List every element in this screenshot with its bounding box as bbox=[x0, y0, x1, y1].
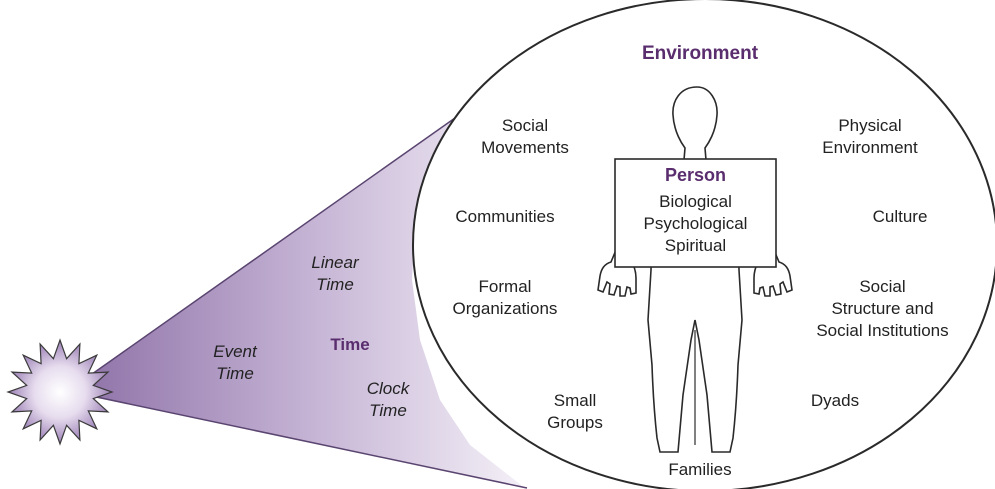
label-social-movements: Social Movements bbox=[460, 115, 590, 159]
linear-time-line-2: Time bbox=[316, 275, 354, 294]
label-event-time: Event Time bbox=[190, 341, 280, 385]
social-structure-line-1: Social bbox=[859, 277, 906, 296]
label-physical-environment: Physical Environment bbox=[795, 115, 945, 159]
event-starburst-icon bbox=[6, 338, 114, 446]
clock-time-line-2: Time bbox=[369, 401, 407, 420]
label-culture: Culture bbox=[872, 207, 928, 226]
small-groups-line-2: Groups bbox=[547, 413, 603, 432]
person-dimension-psychological: Psychological bbox=[643, 214, 748, 233]
formal-organizations-line-1: Formal bbox=[478, 277, 532, 296]
label-dyads: Dyads bbox=[810, 391, 860, 410]
small-groups-line-1: Small bbox=[553, 391, 597, 410]
social-structure-line-3: Social Institutions bbox=[816, 321, 949, 340]
social-structure-line-2: Structure and bbox=[831, 299, 934, 318]
label-social-structure: Social Structure and Social Institutions bbox=[790, 276, 975, 342]
label-formal-organizations: Formal Organizations bbox=[425, 276, 585, 320]
label-clock-time: Clock Time bbox=[343, 378, 433, 422]
label-linear-time: Linear Time bbox=[290, 252, 380, 296]
person-dimensions: Biological Psychological Spiritual bbox=[615, 191, 776, 257]
event-time-line-1: Event bbox=[213, 342, 257, 361]
social-movements-line-1: Social bbox=[501, 116, 549, 135]
cone-upper-edge bbox=[67, 117, 456, 392]
physical-environment-line-1: Physical bbox=[838, 116, 902, 135]
label-families: Families bbox=[668, 460, 732, 479]
person-box bbox=[614, 158, 777, 268]
formal-organizations-line-2: Organizations bbox=[452, 299, 558, 318]
linear-time-line-1: Linear bbox=[311, 253, 359, 272]
time-cone bbox=[68, 118, 525, 488]
clock-time-line-1: Clock bbox=[366, 379, 410, 398]
event-time-line-2: Time bbox=[216, 364, 254, 383]
physical-environment-line-2: Environment bbox=[822, 138, 918, 157]
person-dimension-biological: Biological bbox=[659, 192, 732, 211]
social-movements-line-2: Movements bbox=[481, 138, 569, 157]
label-small-groups: Small Groups bbox=[530, 390, 620, 434]
environment-title: Environment bbox=[641, 43, 759, 64]
person-title: Person bbox=[664, 165, 727, 185]
label-communities: Communities bbox=[455, 207, 555, 226]
cone-lower-edge bbox=[67, 390, 528, 489]
person-dimension-spiritual: Spiritual bbox=[664, 236, 727, 255]
label-time: Time bbox=[330, 335, 370, 354]
